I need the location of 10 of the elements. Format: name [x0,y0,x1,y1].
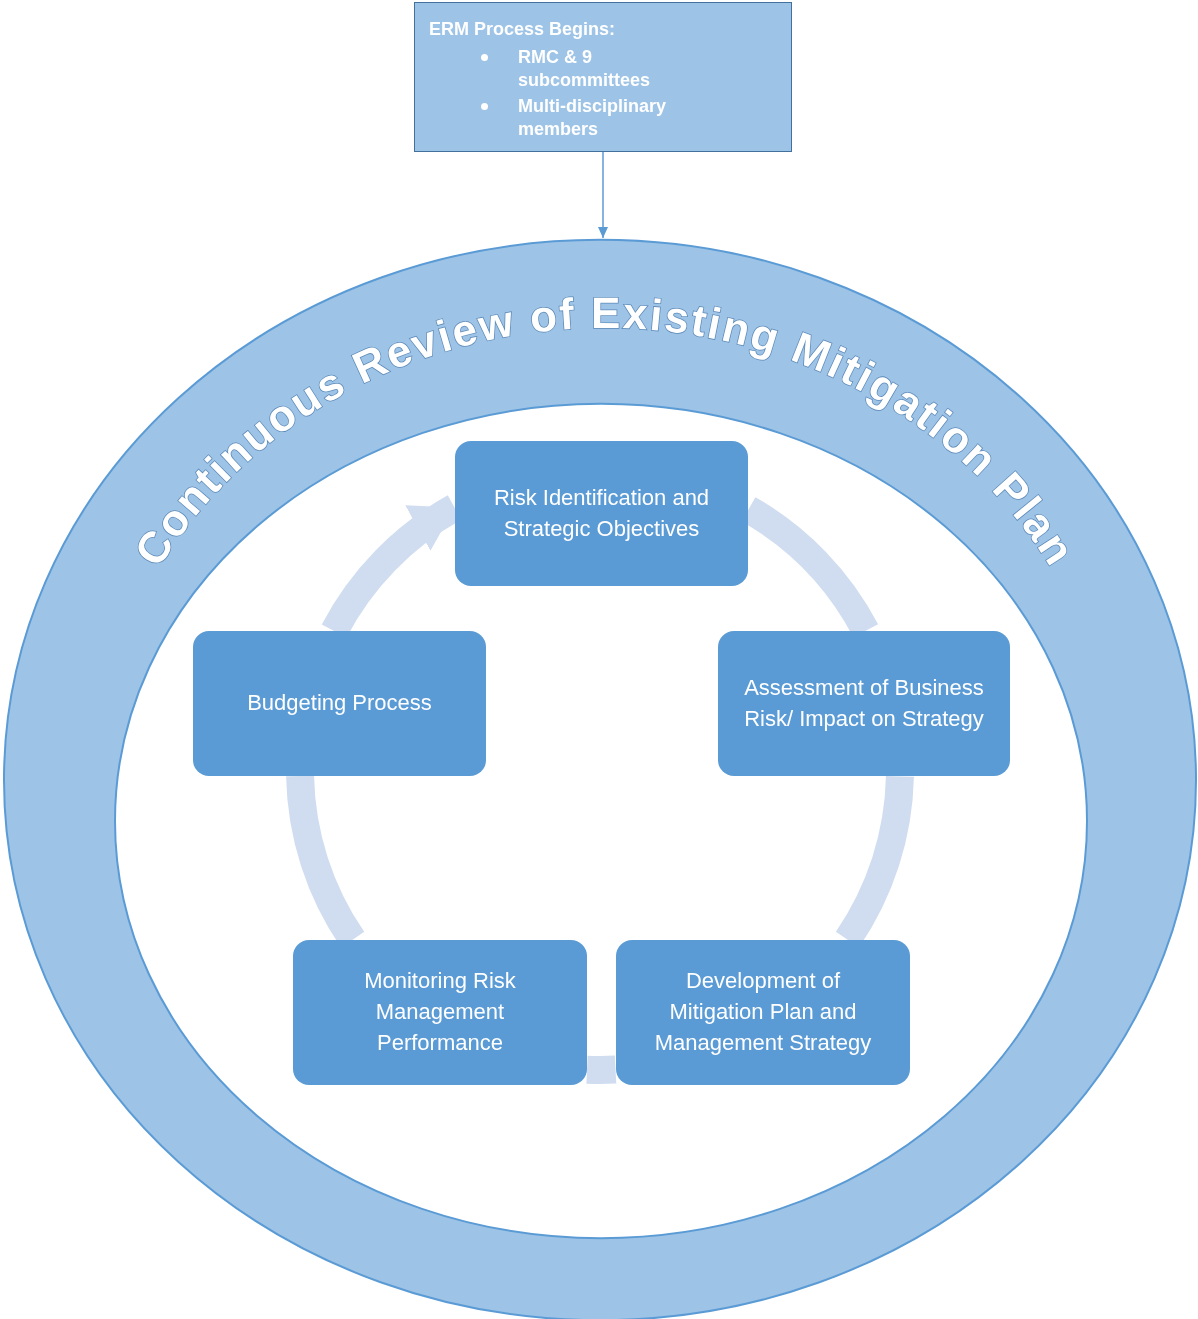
process-box: Assessment of Business Risk/ Impact on Strategy [718,631,1010,776]
process-box: Monitoring Risk Management Performance [293,940,587,1085]
bullet-text: Multi-disciplinary members [518,94,668,142]
bullet-text: RMC & 9 subcommittees [518,46,652,93]
arrow [598,151,608,239]
start-box [414,2,792,152]
process-box: Budgeting Process [193,631,486,776]
process-box: Development of Mitigation Plan and Management Strategy [616,940,910,1085]
box-heading: ERM Process Begins: [429,19,617,40]
process-box: Risk Identification and Strategic Objectives [455,441,748,586]
